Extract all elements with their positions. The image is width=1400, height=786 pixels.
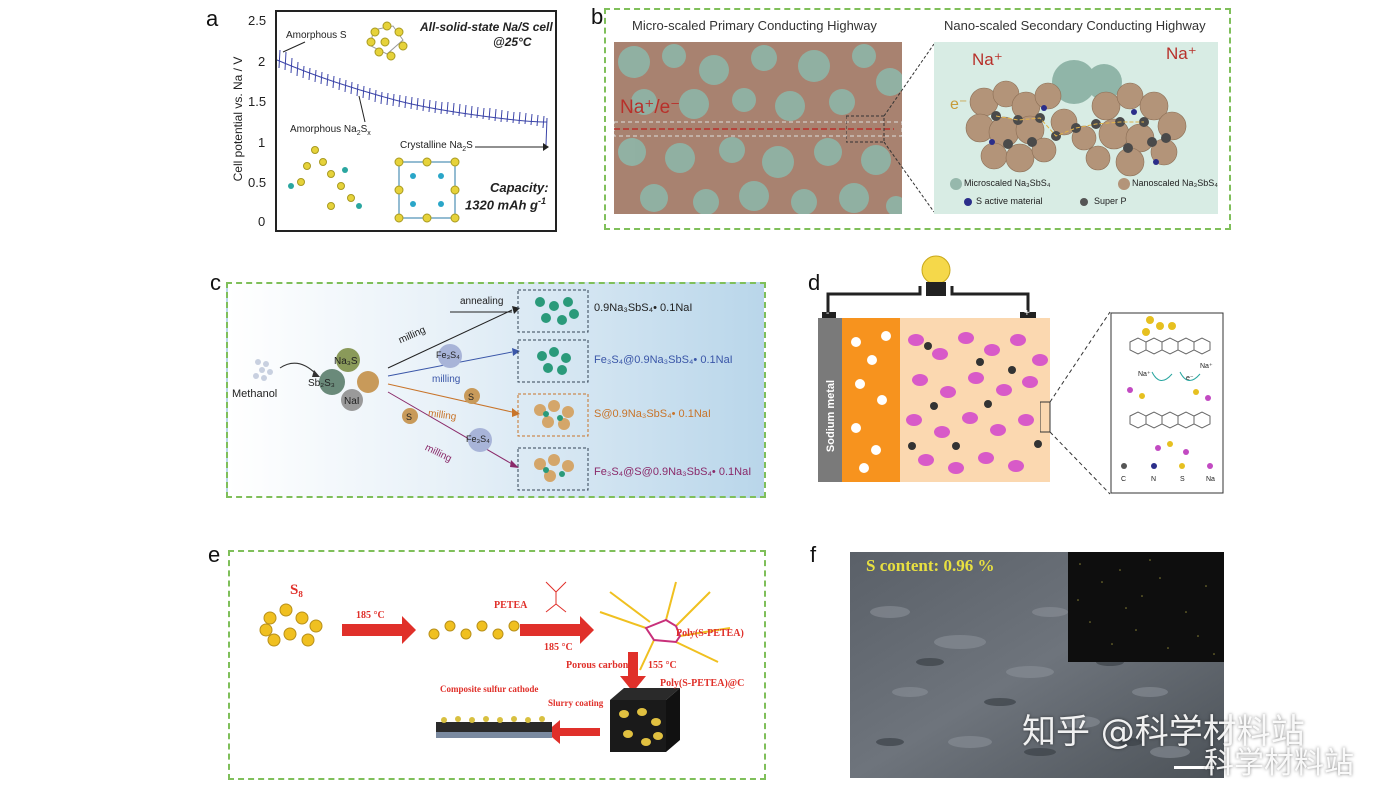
panel-a-discharge-curve xyxy=(276,49,548,146)
panel-e-s8: S₈ xyxy=(290,582,303,598)
panel-a-amorphous-s: Amorphous S xyxy=(286,30,347,41)
panel-b-label: b xyxy=(591,4,604,29)
panel-a-title: All-solid-state Na/S cell xyxy=(420,20,553,34)
watermark-secondary: 科学材料站 xyxy=(1204,746,1354,781)
panel-b-na-e: Na⁺/e⁻ xyxy=(620,97,681,118)
panel-d-na-plus-2: Na⁺ xyxy=(1200,363,1213,370)
panel-f-s-content: S content: 0.96 % xyxy=(866,556,995,575)
panel-e-petea: PETEA xyxy=(494,600,528,611)
watermark-primary: 知乎 @科学材料站 xyxy=(1022,712,1305,752)
panel-d-sodium-metal: Sodium metal xyxy=(825,379,837,453)
panel-c-scheme xyxy=(253,289,589,491)
panel-e-poly: Poly(S-PETEA) xyxy=(676,628,744,639)
panel-c-na3s: Na₃S xyxy=(334,356,358,367)
panel-c-annealing: annealing xyxy=(460,296,504,307)
panel-c-sb2s3: Sb₂S₃ xyxy=(308,378,335,389)
panel-b-na-plus-left: Na⁺ xyxy=(972,50,1003,69)
panel-b-zoom-lines xyxy=(846,43,935,213)
panel-c-product-1: 0.9Na₃SbS₄• 0.1NaI xyxy=(594,302,693,314)
panel-b-legend-micro: Microscaled Na₃SbS₄ xyxy=(964,178,1051,188)
panel-b-legend-s: S active material xyxy=(976,196,1043,206)
panel-a-temp: @25°C xyxy=(493,35,532,49)
panel-b-nano-structure xyxy=(934,42,1218,214)
panel-b-legend-superp: Super P xyxy=(1094,196,1127,206)
panel-e-temp-185-a: 185 °C xyxy=(356,610,385,621)
panel-e-composite: Composite sulfur cathode xyxy=(440,684,539,694)
panel-b-e-minus: e⁻ xyxy=(950,96,968,113)
panel-f-label: f xyxy=(810,542,817,567)
panel-d-legend-na: Na xyxy=(1206,476,1215,483)
panel-d-battery xyxy=(818,255,1050,482)
panel-d-na-plus-1: Na⁺ xyxy=(1138,371,1151,378)
panel-d-legend-c: C xyxy=(1121,476,1127,483)
panel-a-ytick: 1.5 xyxy=(248,94,267,109)
panel-c-s-b: S xyxy=(406,412,413,422)
panel-a-amorphous-na2sx: Amorphous Na2Sx xyxy=(290,124,371,137)
panel-c-fe3s4-b: Fe₃S₄ xyxy=(466,434,490,444)
panel-a-ytick: 2 xyxy=(258,54,266,69)
panel-b-na-plus-right: Na⁺ xyxy=(1166,44,1197,63)
panel-e-temp-155: 155 °C xyxy=(648,660,677,671)
panel-d-label: d xyxy=(808,270,821,295)
panel-c-s-a: S xyxy=(468,392,475,402)
panel-e-porous-carbon: Porous carbon xyxy=(566,660,629,671)
panel-e-temp-185-b: 185 °C xyxy=(544,642,573,653)
panel-c-methanol: Methanol xyxy=(232,388,278,400)
panel-e-label: e xyxy=(208,542,221,567)
panel-d-e-minus: e⁻ xyxy=(1186,375,1194,382)
panel-b-legend-nano: Nanoscaled Na₃SbS₄ xyxy=(1132,178,1218,188)
panel-a-ylabel: Cell potential vs. Na / V xyxy=(231,56,245,182)
panel-e-slurry: Slurry coating xyxy=(548,698,604,708)
panel-a-ytick: 0 xyxy=(258,214,266,229)
panel-c-fe3s4-a: Fe₃S₄ xyxy=(436,350,460,360)
panel-a-ytick: 2.5 xyxy=(248,13,267,28)
panel-d-minus: - xyxy=(826,308,830,319)
panel-e-frame xyxy=(228,550,766,780)
panel-e-scheme xyxy=(259,581,731,752)
panel-d-legend-s: S xyxy=(1180,476,1185,483)
panel-d-legend-n: N xyxy=(1151,476,1157,483)
panel-b-micro-structure xyxy=(614,42,902,214)
panel-a-capacity-value: 1320 mAh g-1 xyxy=(465,196,546,213)
panel-b-right-title: Nano-scaled Secondary Conducting Highway xyxy=(944,18,1206,33)
panel-c-label: c xyxy=(210,270,221,295)
panel-e-polyc: Poly(S-PETEA)@C xyxy=(660,678,745,689)
panel-b-left-title: Micro-scaled Primary Conducting Highway xyxy=(632,18,877,33)
panel-c-product-4: Fe₃S₄@S@0.9Na₃SbS₄• 0.1NaI xyxy=(594,466,752,478)
panel-a-label: a xyxy=(206,6,219,31)
panel-a-capacity: Capacity: xyxy=(490,180,549,195)
panel-d-molecule-box xyxy=(1110,312,1224,494)
panel-c-milling-2: milling xyxy=(432,374,461,385)
panel-b-frame xyxy=(604,8,1231,230)
panel-a-crystalline: Crystalline Na2S xyxy=(400,140,473,153)
panel-d-plus: + xyxy=(1024,308,1030,319)
panel-a-ytick: 1 xyxy=(258,135,266,150)
panel-a-ytick: 0.5 xyxy=(248,175,267,190)
panel-c-nai: NaI xyxy=(344,396,360,407)
panel-c-product-3: S@0.9Na₃SbS₄• 0.1NaI xyxy=(594,408,711,420)
panel-a-plot xyxy=(275,10,557,232)
panel-c-product-2: Fe₃S₄@0.9Na₃SbS₄• 0.1NaI xyxy=(594,354,733,366)
panel-d-zoom-lines xyxy=(1040,311,1111,495)
panel-f-sem-image xyxy=(850,552,1224,778)
